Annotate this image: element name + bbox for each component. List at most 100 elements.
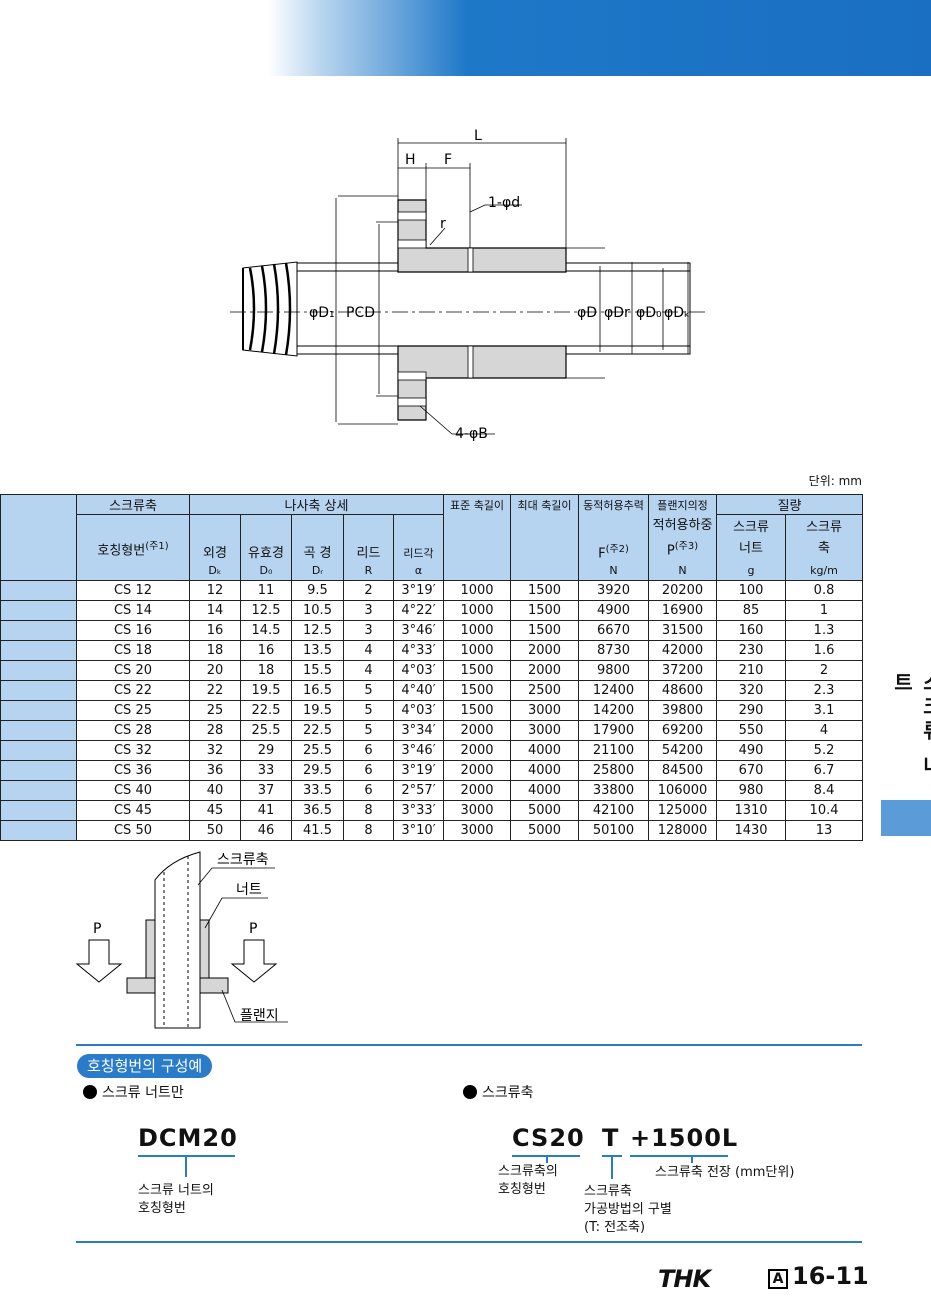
header-band xyxy=(268,0,931,76)
unit-label: 단위: mm xyxy=(808,474,862,488)
table-cell: 1 xyxy=(785,600,864,622)
table-cell: 3920 xyxy=(578,580,650,602)
table-cell: CS 14 xyxy=(76,600,190,622)
table-cell: 25.5 xyxy=(240,720,292,742)
dim-H: H xyxy=(405,152,416,168)
header-lead: 리드 xyxy=(343,513,394,561)
table-cell: 22.5 xyxy=(240,700,292,722)
table-cell: CS 50 xyxy=(76,820,190,842)
table-cell: CS 18 xyxy=(76,640,190,662)
header-eff: 유효경 xyxy=(240,513,292,561)
table-cell: 1000 xyxy=(443,620,512,642)
table-cell: CS 36 xyxy=(76,760,190,782)
unit-shaft: kg/m xyxy=(785,560,864,582)
table-cell: 37200 xyxy=(648,660,718,682)
table-cell: 12 xyxy=(189,580,241,602)
header-flange-1: 플랜지의정 xyxy=(648,494,718,515)
dim-d: 1-φd xyxy=(488,195,520,211)
example-title: 호칭형번의 구성예 xyxy=(77,1054,213,1078)
table-cell: CS 40 xyxy=(76,780,190,802)
row-blank-cell xyxy=(0,620,77,642)
table-cell: 36.5 xyxy=(291,800,344,822)
table-cell: 4°40′ xyxy=(392,680,445,702)
table-cell: 5000 xyxy=(510,800,580,822)
right-code-length: +1500L xyxy=(630,1124,739,1152)
table-cell: 550 xyxy=(716,720,787,742)
table-cell: 84500 xyxy=(648,760,718,782)
table-cell: 9.5 xyxy=(291,580,344,602)
table-cell: 3°10′ xyxy=(392,820,445,842)
unit-eff: D₀ xyxy=(240,560,292,582)
table-cell: 4000 xyxy=(510,760,580,782)
header-od: 외경 xyxy=(189,513,241,561)
table-cell: 1310 xyxy=(716,800,787,822)
table-cell: 54200 xyxy=(648,740,718,762)
table-cell: 36 xyxy=(189,760,241,782)
table-cell: 41 xyxy=(240,800,292,822)
table-cell: 1500 xyxy=(510,600,580,622)
header-lead-angle: 리드각 xyxy=(392,513,445,561)
table-cell: 1500 xyxy=(443,700,512,722)
row-blank-cell xyxy=(0,760,77,782)
table-cell: 3000 xyxy=(443,820,512,842)
table-cell: 3.1 xyxy=(785,700,864,722)
table-cell: 16 xyxy=(240,640,292,662)
table-cell: 69200 xyxy=(648,720,718,742)
table-cell: 3°19′ xyxy=(392,760,445,782)
bullet-icon xyxy=(463,1085,477,1099)
table-cell: 2000 xyxy=(443,720,512,742)
table-cell: CS 32 xyxy=(76,740,190,762)
header-std-length: 표준 축길이 xyxy=(443,494,512,515)
table-cell: 16900 xyxy=(648,600,718,622)
table-cell: 50100 xyxy=(578,820,650,842)
table-cell: 46 xyxy=(240,820,292,842)
table-cell: 2000 xyxy=(510,660,580,682)
table-cell: 11 xyxy=(240,580,292,602)
table-cell: 42000 xyxy=(648,640,718,662)
table-cell: 106000 xyxy=(648,780,718,802)
table-cell: 19.5 xyxy=(291,700,344,722)
table-cell: 40 xyxy=(189,780,241,802)
table-cell: 0.8 xyxy=(785,580,864,602)
table-cell: 4 xyxy=(343,640,394,662)
table-cell: 5 xyxy=(343,720,394,742)
table-cell: 4 xyxy=(343,660,394,682)
unit-od: Dₖ xyxy=(189,560,241,582)
table-cell: 6 xyxy=(343,740,394,762)
row-blank-cell xyxy=(0,820,77,842)
unit-lead: R xyxy=(343,560,394,582)
table-cell: 3 xyxy=(343,600,394,622)
label-flange: 플랜지 xyxy=(240,1008,279,1024)
header-thread-detail: 나사축 상세 xyxy=(188,494,445,515)
left-code: DCM20 xyxy=(138,1124,238,1152)
spec-table: 스크류축 나사축 상세 표준 축길이 최대 축길이 동적허용추력 플랜지의정 질… xyxy=(0,493,864,842)
row-blank-cell xyxy=(0,780,77,802)
unit-root: Dᵣ xyxy=(291,560,344,582)
row-blank-cell xyxy=(0,580,77,602)
table-cell: 29.5 xyxy=(291,760,344,782)
table-cell: 8 xyxy=(343,800,394,822)
unit-std xyxy=(443,560,512,582)
row-blank-cell xyxy=(0,680,77,702)
row-blank-cell xyxy=(0,740,77,762)
dim-Dr: φDr xyxy=(604,305,630,321)
table-cell: 8.4 xyxy=(785,780,864,802)
table-cell: 45 xyxy=(189,800,241,822)
table-cell: 230 xyxy=(716,640,787,662)
table-cell: 6.7 xyxy=(785,760,864,782)
side-tab[interactable]: 스크류 너트 xyxy=(890,672,931,779)
header-blank xyxy=(0,493,77,582)
row-blank-cell xyxy=(0,800,77,822)
table-cell: 3°19′ xyxy=(392,580,445,602)
section-badge: A xyxy=(768,1269,788,1289)
left-heading: 스크류 너트만 xyxy=(83,1082,184,1102)
table-cell: 3000 xyxy=(510,700,580,722)
table-cell: 1500 xyxy=(443,660,512,682)
